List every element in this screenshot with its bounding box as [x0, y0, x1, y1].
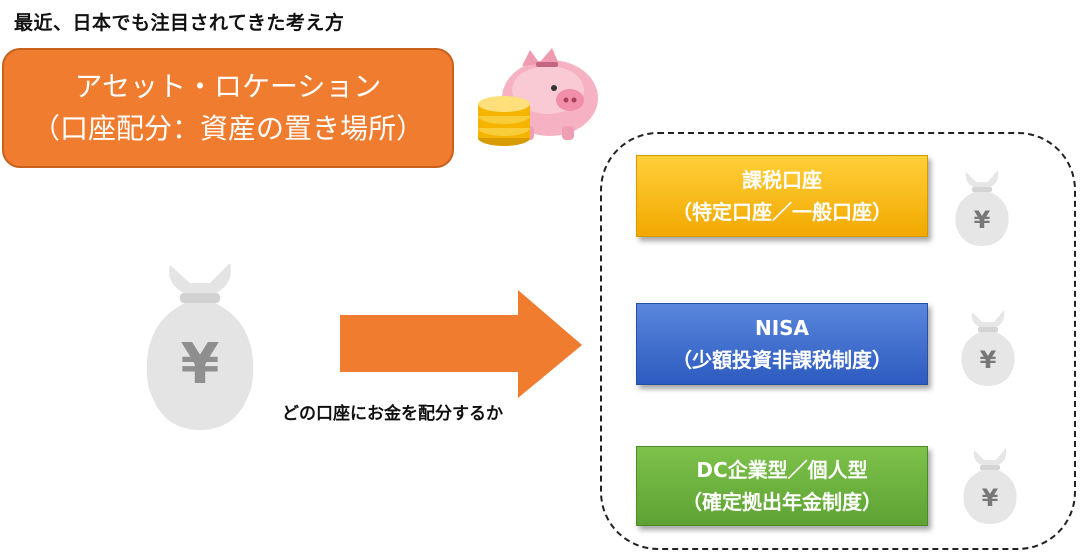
account-taxable: 課税口座 （特定口座／一般口座）	[636, 155, 928, 237]
asset-location-title: アセット・ロケーション	[74, 70, 382, 103]
asset-location-definition: （口座配分：資産の置き場所）	[31, 112, 424, 145]
account-detail: （確定拠出年金制度）	[682, 490, 882, 514]
account-dc: DC企業型／個人型 （確定拠出年金制度）	[636, 446, 928, 526]
page-subtitle: 最近、日本でも注目されてきた考え方	[14, 12, 345, 34]
svg-text:¥: ¥	[982, 484, 999, 512]
account-detail: （特定口座／一般口座）	[672, 200, 892, 224]
svg-text:¥: ¥	[181, 332, 220, 397]
money-bag-icon: ¥	[146, 263, 254, 430]
account-nisa: NISA （少額投資非課税制度）	[636, 303, 928, 385]
svg-text:¥: ¥	[974, 206, 991, 234]
right-arrow-icon	[340, 290, 582, 398]
account-name: 課税口座	[742, 168, 822, 192]
account-detail: （少額投資非課税制度）	[672, 348, 892, 372]
money-bag-icon: ¥	[961, 310, 1015, 386]
money-bag-icon: ¥	[963, 448, 1017, 524]
account-name: NISA	[754, 316, 810, 340]
money-bag-icon: ¥	[955, 170, 1009, 246]
allocation-caption: どの口座にお金を配分するか	[282, 404, 503, 424]
account-name: DC企業型／個人型	[696, 458, 868, 482]
asset-location-box: アセット・ロケーション （口座配分：資産の置き場所）	[2, 48, 454, 168]
account-group-box	[600, 132, 1076, 550]
svg-text:¥: ¥	[980, 346, 997, 374]
coin-stack-icon	[478, 96, 530, 146]
